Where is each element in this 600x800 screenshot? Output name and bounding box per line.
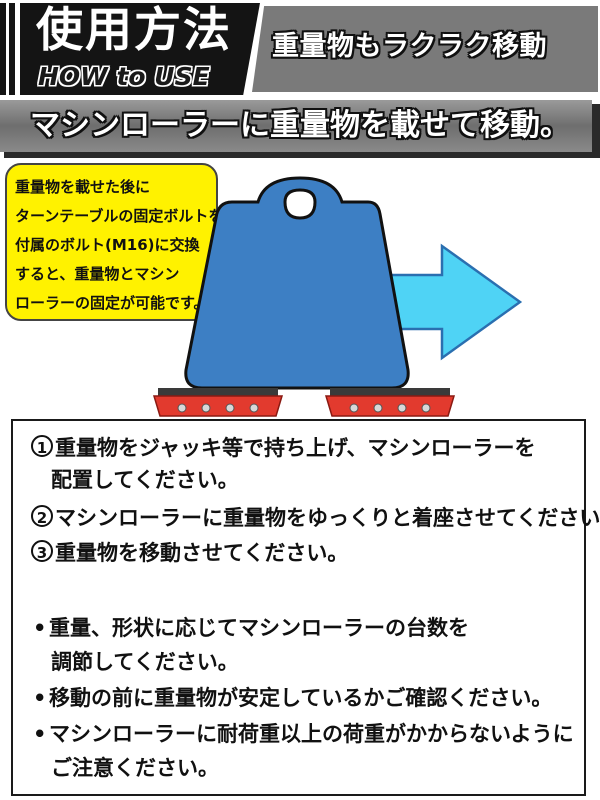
- note-box: 重量物を載せた後に ターンテーブルの固定ボルトを 付属のボルト(M16)に交換 …: [5, 163, 224, 321]
- banner-text: マシンローラーに重量物を載せて移動。: [30, 108, 570, 143]
- tagline-background: [252, 6, 598, 92]
- header: 使用方法 HOW to USE 重量物もラクラク移動: [0, 0, 600, 98]
- tagline: 重量物もラクラク移動: [272, 31, 547, 62]
- title-background: [20, 3, 260, 95]
- step-1-continued: 配置してください。: [51, 468, 239, 492]
- stripe-decoration: [9, 3, 15, 95]
- step-number-icon: 1: [31, 435, 53, 457]
- note-item-continued: 調節してください。: [51, 650, 239, 674]
- note-item: •マシンローラーに耐荷重以上の荷重がかからないように: [33, 719, 574, 749]
- bullet-icon: •: [33, 616, 47, 640]
- banner: [0, 100, 592, 152]
- note-item-continued: ご注意ください。: [51, 756, 219, 780]
- note-text: 重量、形状に応じてマシンローラーの台数を: [49, 616, 469, 640]
- bullet-icon: •: [33, 686, 47, 710]
- step-text: マシンローラーに重量物をゆっくりと着座させてください。: [55, 506, 600, 530]
- note-text: 移動の前に重量物が安定しているかご確認ください。: [49, 686, 553, 710]
- note-item: •重量、形状に応じてマシンローラーの台数を: [33, 613, 469, 643]
- machine-roller-icon: [324, 388, 456, 417]
- step-number-icon: 3: [31, 540, 53, 562]
- step-text: 重量物をジャッキ等で持ち上げ、マシンローラーを: [55, 436, 536, 460]
- note-text: マシンローラーに耐荷重以上の荷重がかからないように: [49, 722, 574, 746]
- step-text: 重量物を移動させてください。: [55, 541, 349, 565]
- page-subtitle: HOW to USE: [38, 62, 210, 91]
- machine-roller-icon: [152, 388, 284, 417]
- note-line: 重量物を載せた後に: [15, 178, 151, 196]
- note-line: ローラーの固定が可能です。: [15, 294, 209, 312]
- note-line: すると、重量物とマシン: [15, 265, 180, 283]
- note-line: 付属のボルト(M16)に交換: [15, 236, 200, 254]
- step-number-icon: 2: [31, 505, 53, 527]
- note-item: •移動の前に重量物が安定しているかご確認ください。: [33, 683, 552, 713]
- page-title: 使用方法: [36, 3, 232, 58]
- stripe-decoration: [0, 3, 6, 95]
- weight-icon: [184, 176, 410, 390]
- note-line: ターンテーブルの固定ボルトを: [15, 207, 224, 225]
- bullet-icon: •: [33, 722, 47, 746]
- weight-on-rollers-illustration: [152, 176, 523, 417]
